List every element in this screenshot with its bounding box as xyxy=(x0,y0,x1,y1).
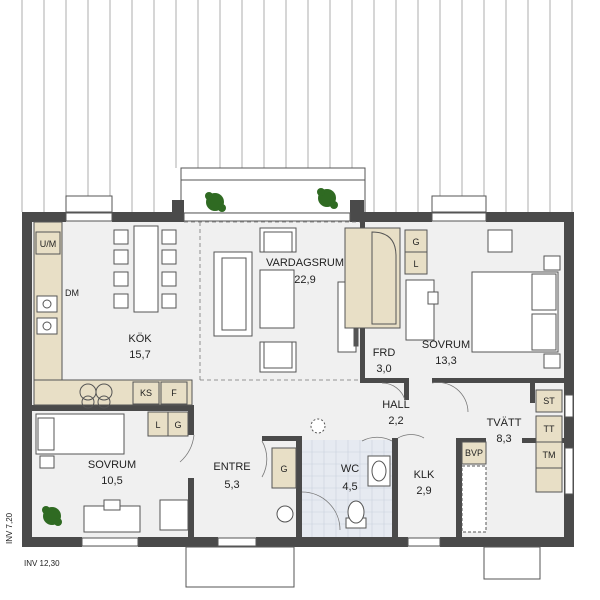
plant-icon xyxy=(42,188,338,526)
f-label: F xyxy=(171,388,177,398)
room-label-klk: KLK xyxy=(414,469,435,481)
room-area-tvatt: 8,3 xyxy=(496,433,511,445)
st-label: ST xyxy=(543,396,555,406)
bvp-unit xyxy=(461,441,487,465)
roof-hatching xyxy=(21,0,573,212)
dm-label: DM xyxy=(65,288,79,298)
l-label-frd: L xyxy=(413,259,418,269)
room-area-wc: 4,5 xyxy=(342,481,357,493)
room-label-kok: KÖK xyxy=(128,333,152,345)
room-area-vardagsrum: 22,9 xyxy=(294,274,315,286)
double-bed xyxy=(405,229,561,369)
room-area-sovrum-west: 10,5 xyxy=(101,475,122,487)
outer-walls xyxy=(22,200,574,547)
room-label-sovrum-east: SOVRUM xyxy=(422,339,470,351)
st-cabinet xyxy=(535,389,563,413)
dining-table xyxy=(113,225,177,313)
room-label-tvatt: TVÄTT xyxy=(487,417,522,429)
room-area-sovrum-east: 13,3 xyxy=(435,355,456,367)
rear-step xyxy=(483,546,541,580)
height-dimension: INV 7,20 xyxy=(5,512,14,544)
room-area-entre: 5,3 xyxy=(224,479,239,491)
width-dimension: INV 12,30 xyxy=(24,559,60,568)
g-cabinet-west xyxy=(167,411,189,437)
tm-label: TM xyxy=(543,450,556,460)
room-area-kok: 15,7 xyxy=(129,349,150,361)
ks-cabinet xyxy=(132,381,160,405)
single-bed xyxy=(35,413,189,533)
tm-cabinet xyxy=(535,441,563,469)
door-swings xyxy=(179,382,469,478)
ks-label: KS xyxy=(140,388,152,398)
g-label-frd: G xyxy=(412,237,419,247)
room-label-frd: FRD xyxy=(373,347,396,359)
f-cabinet xyxy=(160,381,188,405)
wc-fixtures xyxy=(276,418,391,529)
room-label-vardagsrum: VARDAGSRUM xyxy=(266,257,344,269)
bvp-label: BVP xyxy=(465,448,483,458)
g-label-entre: G xyxy=(280,464,287,474)
um-label: U/M xyxy=(40,239,57,249)
front-step xyxy=(185,546,295,588)
room-label-wc: WC xyxy=(341,463,359,475)
room-label-hall: HALL xyxy=(382,399,410,411)
room-area-hall: 2,2 xyxy=(388,415,403,427)
room-area-klk: 2,9 xyxy=(416,485,431,497)
tt-label: TT xyxy=(544,424,555,434)
l-cabinet-frd xyxy=(404,251,428,275)
room-label-sovrum-west: SOVRUM xyxy=(88,459,136,471)
room-label-entre: ENTRE xyxy=(213,461,250,473)
l-label-west: L xyxy=(155,420,160,430)
room-area-frd: 3,0 xyxy=(376,363,391,375)
g-label-west: G xyxy=(174,420,181,430)
windows xyxy=(65,212,574,547)
g-cabinet-entre xyxy=(271,447,297,489)
